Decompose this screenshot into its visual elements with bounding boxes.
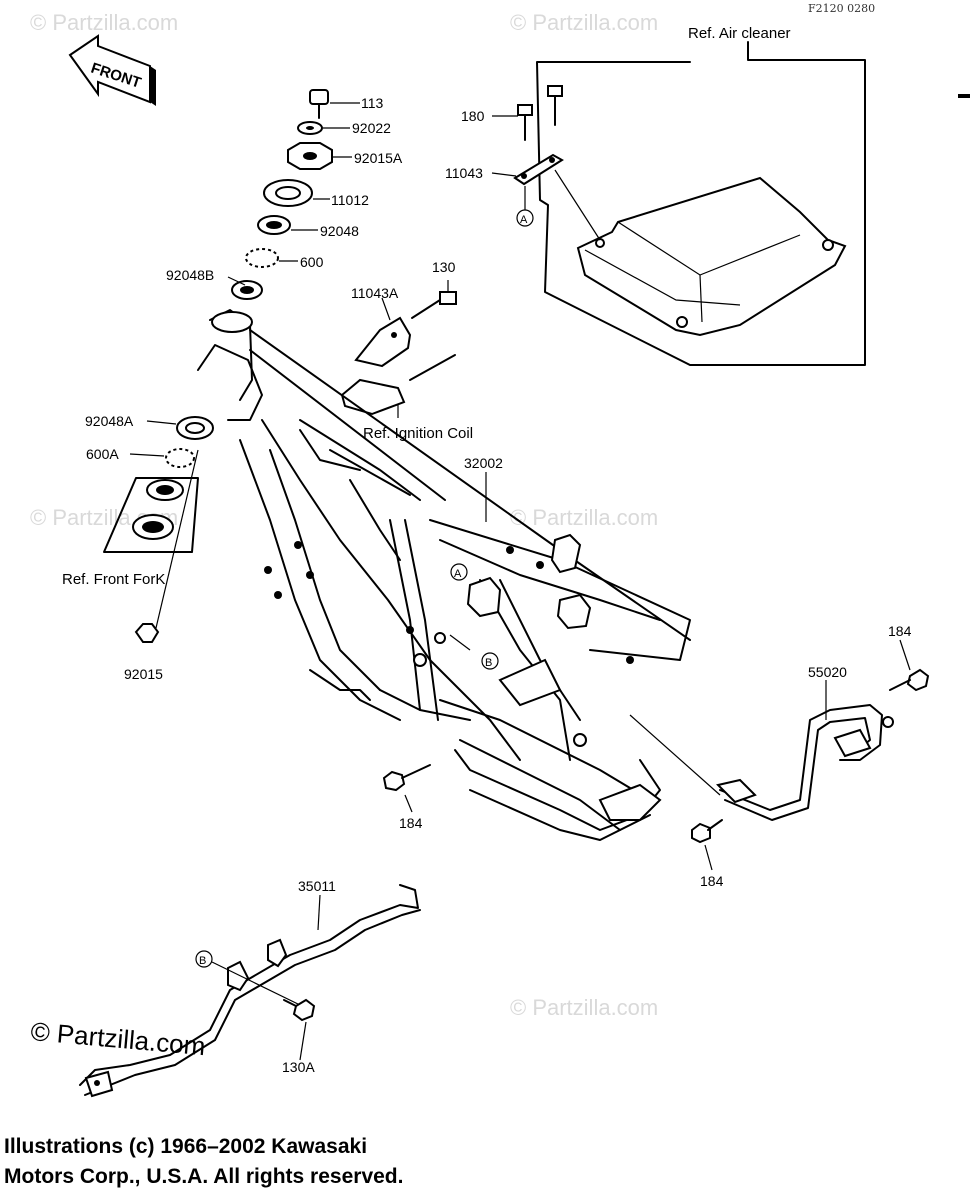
front-fork-group: Ref. Front ForK	[62, 416, 214, 643]
callout-92015A: 92015A	[354, 150, 403, 166]
callout-184-right-bottom: 184	[700, 873, 724, 889]
watermark-top-left: © Partzilla.com	[30, 10, 178, 35]
part-callouts: 113 92022 92015A 11012 92048 600 92048B …	[85, 95, 912, 1075]
callout-55020: 55020	[808, 664, 847, 680]
callout-180: 180	[461, 108, 485, 124]
watermarks: © Partzilla.com © Partzilla.com © Partzi…	[29, 10, 658, 1061]
mount-hole	[676, 316, 688, 328]
watermark-large: © Partzilla.com	[29, 1016, 206, 1061]
mount-hole	[822, 239, 834, 251]
rear-bracket-55020	[629, 668, 930, 844]
callout-32002: 32002	[464, 455, 503, 471]
callout-11012: 11012	[331, 192, 369, 208]
drawing-code: F2120 0280	[808, 2, 875, 15]
callout-113: 113	[361, 95, 384, 111]
ignition-coil-group: Ref. Ignition Coil	[340, 291, 473, 442]
callout-92048: 92048	[320, 223, 359, 239]
air-cleaner-group: Ref. Air cleaner A	[513, 25, 866, 366]
callout-11043A: 11043A	[351, 285, 399, 301]
edge-mark	[958, 94, 970, 98]
front-arrow-icon: FRONT	[68, 34, 156, 106]
marker-b-frame-label: B	[485, 657, 492, 669]
watermark-mid-center: © Partzilla.com	[510, 505, 658, 530]
callout-92048B: 92048B	[166, 267, 214, 283]
callout-130: 130	[432, 259, 456, 275]
air-cleaner-ref-label: Ref. Air cleaner	[688, 25, 791, 42]
front-fork-ref-label: Ref. Front ForK	[62, 571, 165, 588]
mount-hole	[595, 238, 605, 248]
callout-35011: 35011	[298, 878, 336, 894]
marker-b-brace-circle	[195, 950, 213, 968]
ignition-coil-ref-label: Ref. Ignition Coil	[363, 425, 473, 442]
marker-a-circle	[516, 209, 534, 227]
marker-a-frame-label: A	[454, 568, 462, 580]
callout-184-center: 184	[399, 815, 423, 831]
leader-lines	[129, 102, 911, 1061]
callout-92022: 92022	[352, 120, 391, 136]
callout-130A: 130A	[282, 1059, 315, 1075]
callout-600: 600	[300, 254, 324, 270]
callout-92048A: 92048A	[85, 413, 134, 429]
copyright-line-1: Illustrations (c) 1966–2002 Kawasaki	[4, 1135, 368, 1158]
marker-b-brace-label: B	[199, 955, 206, 967]
copyright-line-2: Motors Corp., U.S.A. All rights reserved…	[4, 1165, 404, 1188]
watermark-bottom-center: © Partzilla.com	[510, 995, 658, 1020]
steering-stem-parts	[231, 89, 333, 300]
callout-92015: 92015	[124, 666, 163, 682]
watermark-top-center: © Partzilla.com	[510, 10, 658, 35]
copyright-notice: Illustrations (c) 1966–2002 Kawasaki Mot…	[4, 1132, 403, 1192]
marker-a-frame-circle	[450, 563, 468, 581]
main-frame: A B	[197, 309, 691, 841]
bolt-184-center	[382, 764, 431, 792]
marker-a-label: A	[520, 214, 528, 226]
marker-b-frame-circle	[481, 652, 499, 670]
callout-600A: 600A	[86, 446, 119, 462]
callout-184-right-top: 184	[888, 623, 912, 639]
brace-35011: B	[79, 884, 421, 1098]
callout-11043: 11043	[445, 165, 483, 181]
